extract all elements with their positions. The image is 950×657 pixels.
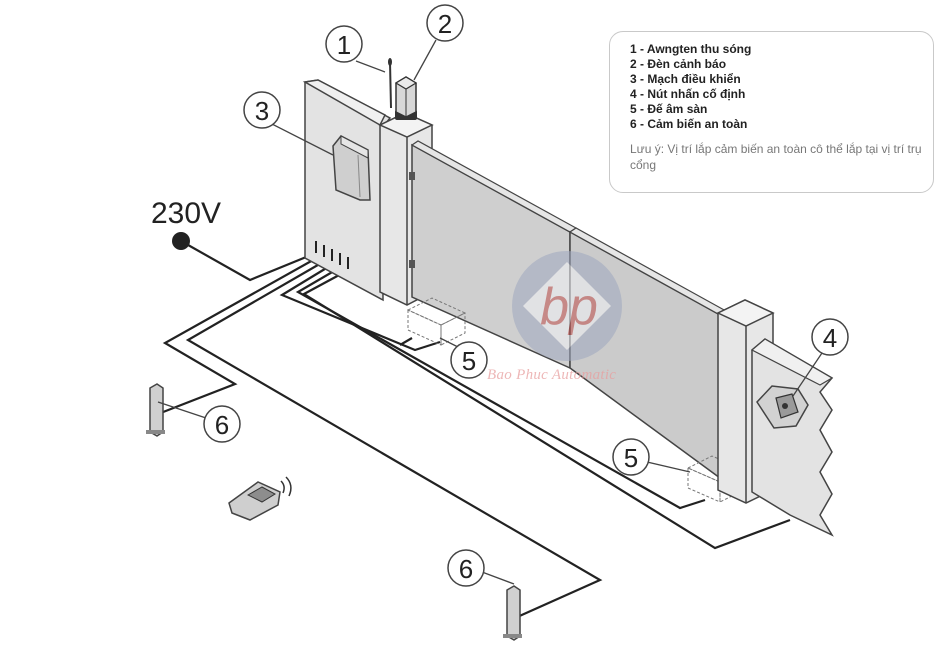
legend-list: 1 - Awngten thu sóng 2 - Đèn cảnh báo 3 … (630, 42, 923, 132)
legend-item: 1 - Awngten thu sóng (630, 42, 752, 56)
legend-item: 6 - Cảm biến an toàn (630, 117, 748, 131)
callout-floor-base-2: 5 (612, 438, 650, 476)
callout-warning-light: 2 (426, 4, 464, 42)
callout-floor-base-1-number: 5 (462, 346, 476, 376)
wire-sensor-bottom (185, 257, 603, 620)
callout-antenna: 1 (325, 25, 363, 63)
wire-button (301, 266, 791, 550)
callout-push-button: 4 (811, 318, 849, 356)
power-terminal (172, 232, 190, 250)
callout-safety-sensor-bottom: 6 (447, 549, 485, 587)
sensor-post-icon-left (146, 383, 165, 437)
wire-power (180, 240, 317, 282)
control-box-icon (332, 135, 371, 201)
callout-antenna-number: 1 (337, 30, 351, 60)
callout-warning-light-number: 2 (438, 9, 452, 39)
callout-floor-base-1: 5 (450, 341, 488, 379)
callout-control-board-number: 3 (255, 96, 269, 126)
legend-item: 2 - Đèn cảnh báo (630, 57, 727, 71)
wire-base-2 (295, 263, 706, 510)
callout-safety-sensor-left-number: 6 (215, 410, 229, 440)
cable-entry-marks (315, 241, 349, 269)
power-label: 230V (151, 197, 221, 230)
sensor-post-icon-bottom (503, 585, 522, 641)
antenna-icon (388, 58, 392, 109)
legend-item: 3 - Mạch điều khiển (630, 72, 741, 86)
legend-item: 5 - Đế âm sàn (630, 102, 708, 116)
callout-push-button-number: 4 (823, 323, 837, 353)
svg-text:bp: bp (540, 278, 598, 336)
callout-safety-sensor-left: 6 (203, 405, 241, 443)
wiring (157, 240, 791, 620)
callout-floor-base-2-number: 5 (624, 443, 638, 473)
right-wall (750, 338, 834, 537)
push-button-icon (756, 385, 809, 429)
legend-box: 1 - Awngten thu sóng 2 - Đèn cảnh báo 3 … (609, 31, 934, 193)
callout-control-board: 3 (243, 91, 281, 129)
legend-note: Lưu ý: Vị trí lắp cảm biến an toàn cô th… (630, 142, 922, 172)
callout-safety-sensor-bottom-number: 6 (459, 554, 473, 584)
wire-sensor-left (157, 254, 323, 416)
wire-floor-branch (399, 337, 413, 346)
watermark-brand: Bao Phuc Automatic (487, 367, 617, 383)
legend-item: 4 - Nút nhấn cố định (630, 87, 746, 101)
remote-control-icon (228, 476, 292, 521)
watermark-logo: bp (512, 251, 622, 361)
warning-lamp-icon (394, 76, 418, 120)
hinges (409, 172, 415, 268)
